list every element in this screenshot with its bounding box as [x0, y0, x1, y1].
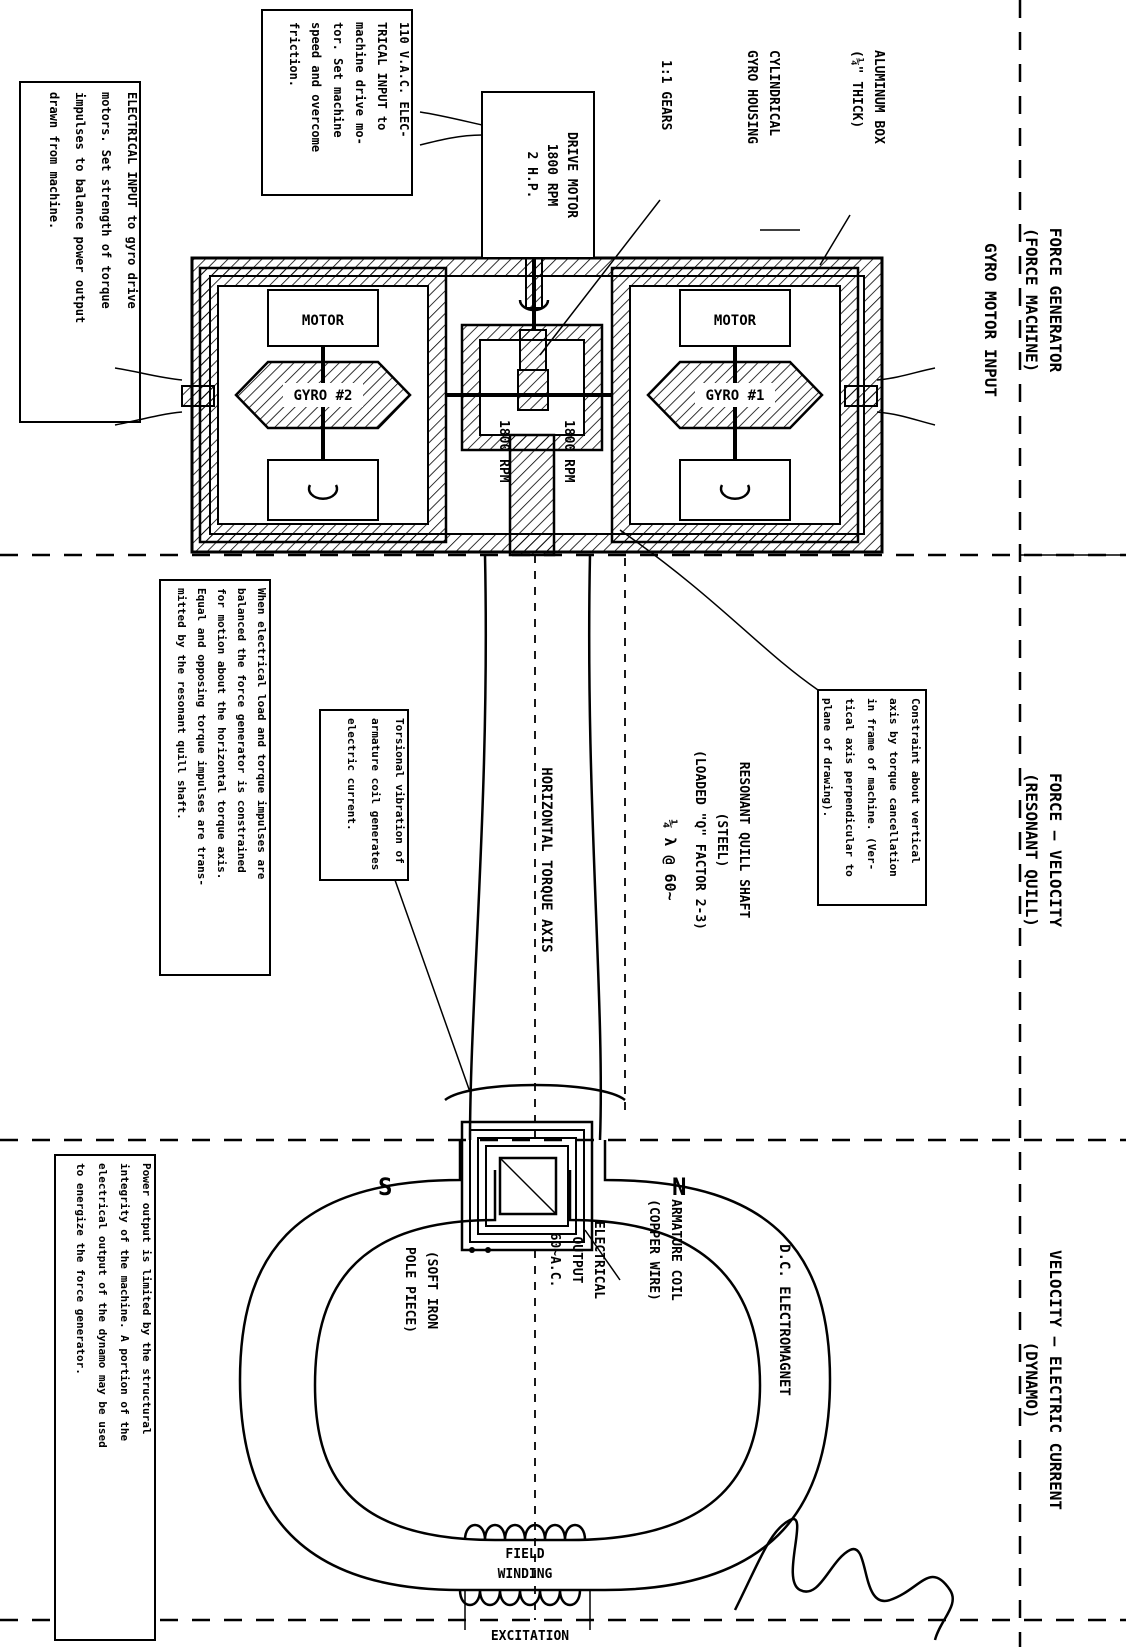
svg-text:(¼" THICK): (¼" THICK) [849, 50, 864, 128]
gyro-2-label: GYRO #2 [293, 388, 352, 404]
svg-text:POLE PIECE): POLE PIECE) [402, 1247, 417, 1333]
svg-text:armature coil generates: armature coil generates [369, 718, 382, 870]
svg-text:friction.: friction. [287, 22, 301, 87]
rotation-arrow-1 [719, 484, 751, 500]
svg-text:impulses to balance power outp: impulses to balance power output [73, 92, 87, 323]
svg-text:for motion about the horizonta: for motion about the horizontal torque a… [215, 588, 228, 879]
svg-text:OUTPUT: OUTPUT [569, 1237, 584, 1284]
svg-text:When electrical load and torqu: When electrical load and torque impulses… [255, 588, 268, 880]
torsional-note: Torsional vibration of armature coil gen… [319, 709, 409, 881]
vac-input-note: 110 V.A.C. ELEC- TRICAL INPUT to machine… [261, 9, 413, 196]
drive-motor-line-3: 2 H.P. [524, 152, 539, 199]
section-title-force-generator: FORCE GENERATOR [1046, 228, 1065, 373]
excitation-label-1: EXCITATION [491, 1629, 569, 1644]
pole-s-label: S [378, 1173, 392, 1201]
aluminum-box-label: ALUMINUM BOX [871, 50, 886, 144]
svg-text:tical axis perpendicular to: tical axis perpendicular to [843, 698, 856, 877]
electrical-output-label: ELECTRICAL [591, 1221, 606, 1299]
section-title-dynamo: VELOCITY — ELECTRIC CURRENT [1046, 1250, 1065, 1510]
torque-axis-label: HORIZONTAL TORQUE AXIS [538, 767, 554, 952]
pole-n-label: N [672, 1173, 686, 1201]
svg-text:speed and overcome: speed and overcome [309, 22, 323, 152]
field-winding-label-2: WINDING [498, 1567, 553, 1582]
balanced-note: When electrical load and torque impulses… [159, 579, 271, 976]
motor-2 [267, 289, 379, 347]
svg-text:Equal and opposing torque impu: Equal and opposing torque impulses are t… [195, 588, 208, 886]
quill-shaft-label: RESONANT QUILL SHAFT [736, 762, 751, 919]
svg-text:axis by torque cancellation: axis by torque cancellation [887, 698, 900, 877]
electrical-input-note: ELECTRICAL INPUT to gyro drive motors. S… [19, 81, 141, 423]
motor-2-label: MOTOR [302, 313, 345, 329]
rotation-arrow-2 [307, 484, 339, 500]
drive-motor: DRIVE MOTOR 1800 RPM 2 H.P. [419, 91, 595, 259]
section-subtitle-dynamo: (DYNAMO) [1022, 1341, 1041, 1418]
svg-text:ELECTRICAL INPUT to gyro drive: ELECTRICAL INPUT to gyro drive [125, 92, 139, 309]
output-shaft [508, 433, 556, 557]
svg-text:integrity of the machine. A po: integrity of the machine. A portion of t… [118, 1163, 131, 1442]
gears-label: 1:1 GEARS [658, 60, 673, 131]
svg-text:electrical output of the dynam: electrical output of the dynamo may be u… [96, 1163, 109, 1448]
power-output-note: Power output is limited by the structura… [54, 1154, 156, 1641]
quill-shaft [468, 554, 626, 1145]
cylindrical-housing-label: CYLINDRICAL [766, 50, 781, 136]
gyro-2-housing: MOTOR GYRO #2 [181, 266, 448, 544]
svg-text:balanced the force generator i: balanced the force generator is constrai… [235, 588, 248, 873]
svg-text:60~A.C.: 60~A.C. [547, 1233, 562, 1288]
constraint-note: Constraint about vertical axis by torque… [817, 689, 927, 906]
dc-electromagnet-label: D.C. ELECTROMAGNET [776, 1244, 792, 1396]
svg-text:to energize the force generato: to energize the force generator. [74, 1163, 87, 1375]
electromagnet [238, 1140, 832, 1592]
svg-text:Constraint about vertical: Constraint about vertical [909, 698, 922, 864]
gyro-motor-input-label: GYRO MOTOR INPUT [981, 243, 1000, 397]
gear-2 [519, 329, 547, 371]
svg-text:Power output is limited by the: Power output is limited by the structura… [140, 1163, 153, 1435]
svg-text:plane of drawing).: plane of drawing). [821, 698, 834, 817]
field-winding-label-1: FIELD [505, 1547, 544, 1562]
motor-1-label: MOTOR [714, 313, 757, 329]
svg-text:(LOADED "Q" FACTOR 2-3): (LOADED "Q" FACTOR 2-3) [692, 750, 707, 930]
rpm-1-label: 1800 RPM [561, 420, 576, 483]
gyro-1-housing: MOTOR GYRO #1 [610, 266, 878, 544]
section-subtitle-resonant-quill: (RESONANT QUILL) [1022, 773, 1041, 927]
armature-label: ARMATURE COIL [668, 1199, 683, 1301]
quarter-wave-label: ¼ λ @ 60~ [661, 819, 679, 900]
rpm-2-label: 1800 RPM [496, 420, 511, 483]
svg-text:(COPPER WIRE): (COPPER WIRE) [646, 1199, 661, 1301]
svg-text:motors. Set strength of torque: motors. Set strength of torque [99, 92, 113, 309]
svg-text:110 V.A.C. ELEC-: 110 V.A.C. ELEC- [397, 22, 411, 138]
section-title-resonant-quill: FORCE — VELOCITY [1046, 773, 1065, 927]
pole-piece-label: (SOFT IRON [424, 1251, 439, 1329]
drive-motor-line-1: DRIVE MOTOR [564, 132, 579, 218]
drive-motor-line-2: 1800 RPM [544, 144, 559, 207]
gear-1 [517, 369, 549, 411]
svg-text:TRICAL INPUT to: TRICAL INPUT to [375, 22, 389, 130]
gyro-1-label: GYRO #1 [705, 388, 764, 404]
svg-text:in frame of machine. (Ver-: in frame of machine. (Ver- [865, 698, 878, 870]
field-winding [458, 1523, 591, 1630]
svg-text:Torsional vibration of: Torsional vibration of [393, 718, 406, 864]
section-subtitle-force-generator: (FORCE MACHINE) [1022, 228, 1041, 373]
svg-text:tor. Set machine: tor. Set machine [331, 22, 345, 138]
svg-text:drawn from machine.: drawn from machine. [47, 92, 61, 229]
armature-coil [444, 1083, 626, 1620]
signature [733, 1517, 954, 1641]
motor-1 [679, 289, 791, 347]
svg-text:GYRO HOUSING: GYRO HOUSING [744, 50, 759, 144]
svg-text:machine drive mo-: machine drive mo- [353, 22, 367, 145]
svg-text:(STEEL): (STEEL) [714, 813, 729, 868]
svg-text:electric current.: electric current. [345, 718, 358, 831]
svg-text:mitted by the resonant quill s: mitted by the resonant quill shaft. [175, 588, 188, 820]
gear-housing [446, 257, 612, 557]
